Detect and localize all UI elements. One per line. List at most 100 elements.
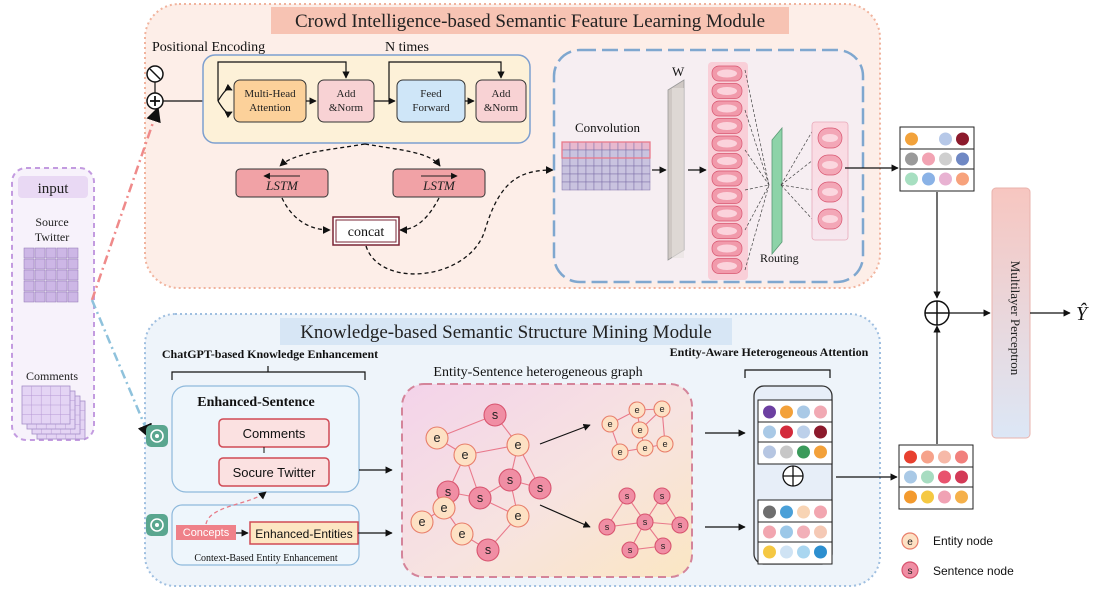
sentence-node-label: s: [643, 517, 648, 527]
attn-top-dot: [814, 445, 827, 459]
attn-top-dot: [814, 425, 827, 439]
conv-cell: [609, 157, 619, 167]
backward-lstm-label: LSTM: [265, 178, 299, 193]
add-norm-box-2: [475, 79, 527, 123]
grid-cell: [56, 269, 68, 281]
entity-node-label: e: [433, 431, 440, 445]
conv-cell: [609, 181, 619, 191]
conv-cell: [577, 165, 587, 175]
conv-cell: [561, 181, 571, 191]
routing-line: [780, 129, 814, 186]
conv-cell: [601, 181, 611, 191]
conv-cell: [601, 149, 611, 159]
top-matrix-dot: [939, 152, 952, 166]
feed-forward-box: [396, 79, 466, 123]
entity-node: [410, 510, 434, 534]
conv-cell: [593, 157, 603, 167]
attn-bottom-dot: [780, 545, 793, 559]
conv-cell: [633, 149, 643, 159]
conv-cell: [561, 141, 571, 151]
add-norm-2-label-2: &Norm: [484, 102, 519, 114]
grid-cell: [23, 280, 35, 292]
routing-line: [744, 109, 770, 186]
bottom-matrix-dot: [904, 490, 917, 504]
entity-node-label: e: [662, 439, 667, 449]
grid-cell: [45, 280, 57, 292]
grid-cell: [56, 280, 68, 292]
convolution-grid: [561, 141, 651, 191]
grid-cell: [56, 247, 68, 259]
conv-cell: [585, 141, 595, 151]
grid-cell: [67, 269, 79, 281]
attn-bottom-dot: [763, 505, 776, 519]
attention-matrix-bottom: [757, 499, 833, 565]
top-matrix-dot: [922, 132, 935, 146]
digit-capsule-bg: [811, 121, 849, 241]
conv-cell: [585, 149, 595, 159]
attn-top-dot: [763, 445, 776, 459]
multi-head-attention-box: [233, 79, 307, 123]
conv-cell: [609, 149, 619, 159]
entity-node: [506, 433, 530, 457]
bottom-matrix-dot: [921, 470, 934, 484]
conv-cell: [593, 165, 603, 175]
sentence-node-label: s: [625, 491, 630, 501]
routing-line: [780, 159, 814, 186]
conv-cell: [569, 173, 579, 183]
conv-cell: [625, 141, 635, 151]
attn-top-dot: [763, 405, 776, 419]
entity-node-label: e: [617, 447, 622, 457]
bottom-matrix-dot: [955, 490, 968, 504]
input-title-bg: [18, 176, 88, 198]
bottom-feature-matrix: [898, 444, 974, 510]
attn-bottom-dot: [763, 545, 776, 559]
source-twitter-box-label: Socure Twitter: [233, 465, 317, 480]
conv-cell: [641, 181, 651, 191]
input-to-top-connector: [90, 106, 161, 301]
grid-cell: [23, 258, 35, 270]
chatgpt-enhancement-label: ChatGPT-based Knowledge Enhancement: [162, 347, 378, 361]
sentence-node: [483, 403, 507, 427]
conv-cell: [601, 165, 611, 175]
conv-cell: [585, 181, 595, 191]
grid-cell: [23, 247, 35, 259]
attn-bottom-dot: [780, 505, 793, 519]
entity-node: [628, 401, 646, 419]
conv-cell: [585, 165, 595, 175]
add-norm-2-label-1: Add: [492, 88, 511, 100]
legend-entity-icon: [901, 532, 919, 550]
attn-bottom-dot: [763, 525, 776, 539]
attn-bottom-dot: [814, 545, 827, 559]
conv-cell: [569, 181, 579, 191]
attn-top-dot: [797, 425, 810, 439]
attn-bottom-dot: [814, 525, 827, 539]
top-matrix-dot: [956, 132, 969, 146]
entity-node-label: e: [514, 438, 521, 452]
conv-cell: [569, 141, 579, 151]
entity-node-label: e: [607, 419, 612, 429]
routing-line: [744, 184, 770, 231]
svg-text:s: s: [908, 566, 913, 577]
source-twitter-grid: [23, 247, 79, 303]
sentence-node-label: s: [660, 491, 665, 501]
sentence-node: [653, 487, 671, 505]
conv-cell: [593, 173, 603, 183]
bottom-matrix-dot: [904, 450, 917, 464]
grid-cell: [56, 291, 68, 303]
entity-node-label: e: [642, 443, 647, 453]
n-times-label: N times: [385, 40, 429, 55]
sentence-node-label: s: [507, 473, 513, 487]
conv-cell: [609, 141, 619, 151]
grid-cell: [67, 291, 79, 303]
top-matrix-dot: [922, 172, 935, 186]
entity-node: [432, 496, 456, 520]
conv-cell: [561, 173, 571, 183]
conv-cell: [633, 165, 643, 175]
top-matrix-dot: [905, 152, 918, 166]
comments-stack-icon: [21, 385, 86, 440]
legend-sentence-label: Sentence node: [933, 564, 1014, 578]
entity-node: [631, 421, 649, 439]
input-to-bottom-connector: [90, 299, 152, 440]
